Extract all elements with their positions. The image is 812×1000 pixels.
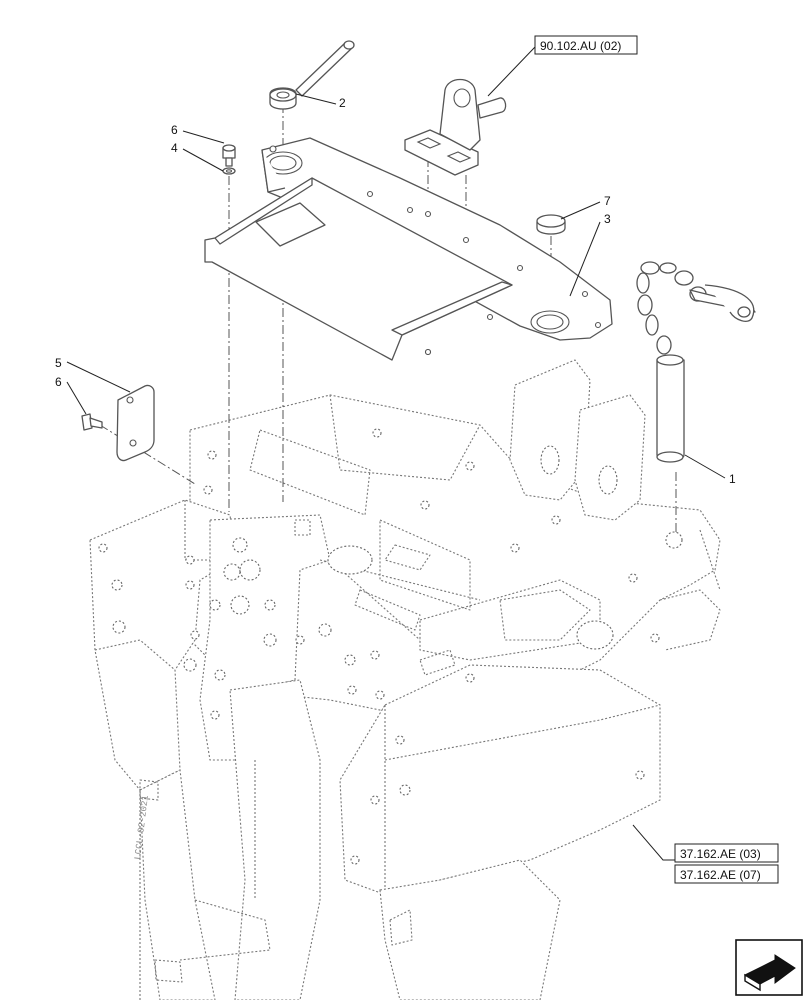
clevis-part <box>404 78 507 176</box>
callout-1: 1 <box>729 472 736 486</box>
pin-chain-part <box>636 261 756 463</box>
frame-ghost <box>89 359 721 1000</box>
callout-4: 4 <box>171 141 178 155</box>
reference-boxes: 90.102.AU (02) 37.162.AE (03) 37.162.AE … <box>534 35 779 884</box>
frame-right-box <box>339 664 661 901</box>
ref-box-bottom-first <box>674 843 779 863</box>
ref-bottom-second: 37.162.AE (07) <box>680 868 761 882</box>
frame-right-leg <box>379 859 561 1000</box>
frame-center-column <box>229 679 321 1000</box>
callout-2: 2 <box>339 96 346 110</box>
handle-part <box>269 40 355 110</box>
ref-box-top <box>534 35 638 55</box>
callout-numbers: 1 2 3 4 5 6 6 7 <box>55 96 736 486</box>
plug-part <box>536 214 566 235</box>
callout-7: 7 <box>604 194 611 208</box>
next-page-arrow-icon[interactable] <box>735 939 803 996</box>
callout-3: 3 <box>604 212 611 226</box>
ref-bottom-first: 37.162.AE (03) <box>680 847 761 861</box>
frame-left-upright <box>89 499 236 791</box>
ref-box-bottom-second <box>674 864 779 884</box>
frame-left-arm <box>139 769 216 1000</box>
frame-ear-left <box>509 359 591 501</box>
washer-bolt-part <box>222 144 236 175</box>
callout-5: 5 <box>55 356 62 370</box>
callout-6-upper: 6 <box>171 123 178 137</box>
leader-lines <box>66 46 726 861</box>
ref-top: 90.102.AU (02) <box>540 39 621 53</box>
callout-6-lower: 6 <box>55 375 62 389</box>
frame-ear-right <box>574 394 646 521</box>
cover-plate-part <box>81 384 155 462</box>
shield-plate <box>204 177 513 361</box>
